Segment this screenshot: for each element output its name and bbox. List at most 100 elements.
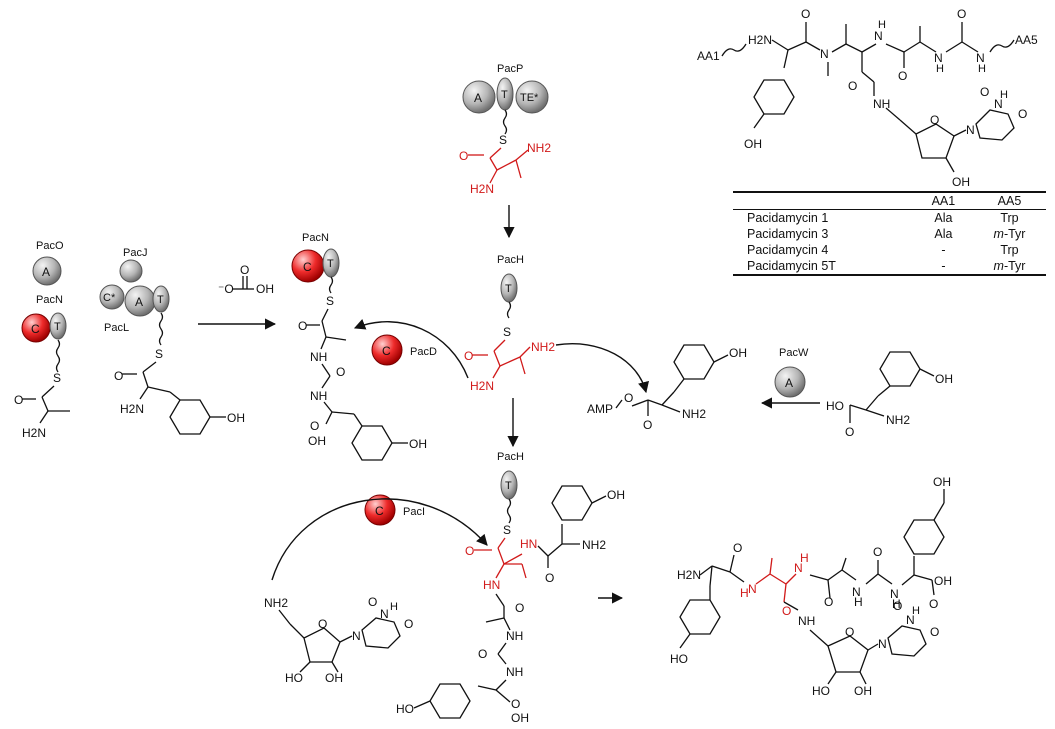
tetra-tyr-OH: OH [607,488,625,502]
tetra-O-4: O [511,697,520,711]
ureido-tyr-OH: OH [409,437,427,451]
pacP-TE-domain [515,80,549,114]
aminouridine-H: H [390,601,398,613]
gen-H-1: H [878,19,886,31]
tetra-NH-1: NH [506,629,523,643]
amp-tyr-O-ester: O [624,391,633,405]
daba-H2N-top: H2N [470,182,494,196]
table-cell-aa5-value: Trp [1000,211,1019,225]
gen-O-4: O [957,7,966,21]
final-H2N: H2N [677,568,701,582]
pacW-A-domain [774,366,806,398]
amp-label: AMP [587,402,613,416]
tetra-OH-acid: OH [511,711,529,725]
gen-O-2: O [848,79,857,93]
final-O-1: O [733,541,742,555]
gen-ring-O: O [930,113,939,127]
pacN-module-left: PacN C T S O H2N [14,294,70,440]
tyr-OH-pacL: OH [227,411,245,425]
ureido-O1: O [298,319,307,333]
arrow-pacI [271,498,488,581]
tetra-HN-red: HN [483,578,500,592]
bicarbonate: ⁻O O OH [198,263,277,330]
pacL-label: PacL [104,322,129,334]
free-tyr-OH: OH [935,372,953,386]
bicarb-O-minus: ⁻O [218,282,234,296]
pacL-Cstar-text: C* [103,292,116,304]
pacN-ureido-product: PacN C T S O NH O NH O OH OH [291,232,427,461]
pacP-S: S [499,133,507,147]
amp-tyr-NH2: NH2 [682,407,706,421]
table-cell-aa1: - [941,243,946,257]
pacN-C-text-left: C [31,322,40,336]
tetra-tyr-HO: HO [396,702,414,716]
daba-O-top: O [459,149,468,163]
pacN-tether-left [55,339,61,373]
amp-tyr-OH: OH [729,346,747,360]
final-O-2: O [824,595,833,609]
pacL-S: S [155,347,163,361]
pacH-tetrapeptide: PacH T S O HN HN O NH2 OH O NH O NH [396,451,625,725]
final-OH-acid: OH [934,574,952,588]
gen-NH-4: N [976,51,985,65]
gen-N3: N [994,97,1003,111]
gen-N1: N [966,123,975,137]
aminouridine-ring-O: O [318,617,327,631]
aminouridine-HO-1: HO [285,671,303,685]
ureido-OH: OH [308,434,326,448]
gen-H3: H [1000,89,1008,101]
tetra-O-red: O [465,544,474,558]
tetra-NH-2: NH [506,665,523,679]
gen-AA5: AA5 [1015,33,1038,47]
table-cell-aa5: m-Tyr [973,226,1046,242]
pacP-label: PacP [497,63,523,75]
table-cell-aa5-value: -Tyr [1003,259,1026,273]
tetra-NH-red-top: HN [520,537,537,551]
final-NH-3: N [852,585,861,599]
final-O-acid: O [929,597,938,611]
pacN-label-center: PacN [302,232,329,244]
pacN-S-left: S [53,371,61,385]
final-H-4: H [892,597,901,611]
table-cell-aa5: Trp [973,242,1046,258]
table-row: Pacidamycin 3 Ala m-Tyr [733,226,1046,242]
pacN-T-text-left: T [54,321,61,333]
pacP-module: PacP A T TE* S O NH2 H2N [459,63,551,239]
pacO-module: PacO A [32,240,64,286]
free-tyr-O: O [845,425,854,439]
free-mtyr: OH NH2 O HO [826,351,953,439]
pacN-C-text-center: C [303,260,312,274]
pacD-C-text: C [382,344,391,358]
gen-H2N: H2N [748,33,772,47]
pacL-A-text: A [135,295,143,309]
pacP-A-text: A [474,91,482,105]
pacH-S-2: S [503,523,511,537]
pacD-enzyme: C PacD [353,319,469,379]
tyr-O-pacL: O [114,369,123,383]
pacH-daba: PacH T S O NH2 H2N [464,254,649,448]
tetra-O-3: O [478,647,487,661]
pacI-C-text: C [375,504,384,518]
pacN-label-left: PacN [36,294,63,306]
ala-O-left: O [14,393,23,407]
pacD-C-domain [371,334,403,366]
pacH-S-1: S [503,325,511,339]
ureido-O2: O [336,365,345,379]
gen-N-methyl: N [820,47,829,61]
gen-NH-2: NH [873,97,890,111]
amp-mtyr: OH NH2 O O AMP [587,344,747,432]
gen-O-2u: O [980,85,989,99]
general-structure: AA1 H2N O N N H O NH O N H O N H A [697,7,1038,189]
final-O-2u: O [893,599,902,613]
final-N3: N [906,613,915,627]
final-tyr-HO: HO [670,652,688,666]
aminouridine-O-4: O [404,617,413,631]
final-H-red-2: H [800,551,809,565]
final-NH-4: N [890,587,899,601]
pacN-S-center: S [326,294,334,308]
table-cell-name: Pacidamycin 3 [747,227,829,241]
pacO-label: PacO [36,240,64,252]
gen-sugar-OH: OH [952,175,970,189]
pacD-label: PacD [410,346,437,358]
gen-H-4: H [978,63,986,75]
